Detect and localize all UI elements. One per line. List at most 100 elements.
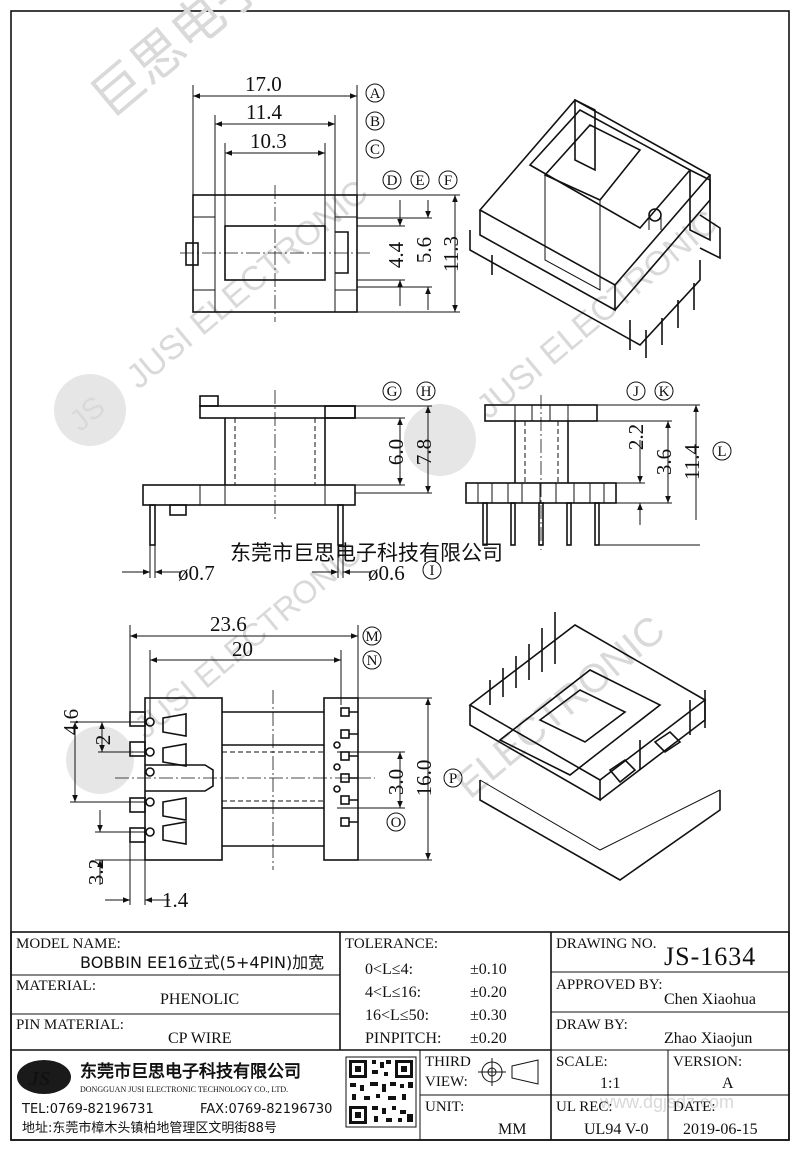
svg-text:B: B xyxy=(370,114,380,130)
dim-pin-right: ø0.6 xyxy=(368,561,405,585)
callout-n: N xyxy=(362,650,382,670)
svg-text:P: P xyxy=(449,771,457,787)
watermark-logo-circle-2 xyxy=(404,404,476,476)
callout-h: H xyxy=(416,381,436,401)
dim-2: 2 xyxy=(91,735,115,746)
callout-d: D xyxy=(382,170,402,190)
tol-range-1: 4<L≤16: xyxy=(365,984,421,1001)
svg-text:C: C xyxy=(370,142,380,158)
dim-k: 3.6 xyxy=(652,449,676,475)
svg-text:K: K xyxy=(659,384,670,400)
tol-range-2: 16<L≤50: xyxy=(365,1007,429,1024)
side-view: 2.2 3.6 11.4 xyxy=(465,395,704,550)
dim-f: 11.3 xyxy=(439,236,463,272)
pin-material-label: PIN MATERIAL: xyxy=(16,1017,124,1033)
dim-1-4: 1.4 xyxy=(162,888,189,912)
drawing-no-value: JS-1634 xyxy=(664,942,756,971)
callout-j: J xyxy=(626,381,646,401)
dim-n: 20 xyxy=(232,637,253,661)
callout-k: K xyxy=(654,381,674,401)
dim-3-2: 3.2 xyxy=(84,859,108,885)
tol-value-3: ±0.20 xyxy=(470,1030,507,1047)
tol-value-0: ±0.10 xyxy=(470,961,507,978)
date-value: 2019-06-15 xyxy=(683,1121,758,1138)
company-logo-text: JS xyxy=(28,1068,50,1090)
svg-text:E: E xyxy=(415,173,424,189)
watermark-logo-circle xyxy=(54,374,126,446)
svg-text:G: G xyxy=(387,384,398,400)
unit-value: MM xyxy=(498,1121,526,1138)
svg-text:O: O xyxy=(391,815,402,831)
dim-c: 10.3 xyxy=(250,129,287,153)
dim-e: 5.6 xyxy=(412,237,436,263)
tolerance-label: TOLERANCE: xyxy=(345,936,438,952)
dim-pin-left: ø0.7 xyxy=(178,561,215,585)
callout-e: E xyxy=(410,170,430,190)
svg-text:D: D xyxy=(387,173,398,189)
callout-f: F xyxy=(438,170,458,190)
dim-a: 17.0 xyxy=(245,72,282,96)
isometric-view-top xyxy=(469,98,721,358)
tol-value-2: ±0.30 xyxy=(470,1007,507,1024)
callout-g: G xyxy=(382,381,402,401)
company-tel: TEL:0769-82196731 xyxy=(21,1102,154,1117)
callout-o: O xyxy=(386,812,406,832)
callout-b: B xyxy=(365,111,385,131)
callout-i: I xyxy=(422,560,442,580)
bottom-view: 23.6 20 4.6 2 3.2 1.4 3.0 16.0 xyxy=(59,612,436,912)
version-label: VERSION: xyxy=(673,1054,742,1070)
company-logo: JS xyxy=(17,1060,71,1094)
ul-label: UL REC: xyxy=(556,1099,613,1115)
dim-4-6: 4.6 xyxy=(59,709,83,735)
view-label: VIEW: xyxy=(425,1074,468,1090)
model-label: MODEL NAME: xyxy=(16,936,121,952)
company-name-en: DONGGUAN JUSI ELECTRONIC TECHNOLOGY CO.,… xyxy=(80,1085,288,1094)
svg-text:I: I xyxy=(430,563,435,579)
tol-range-0: 0<L≤4: xyxy=(365,961,413,978)
company-address: 地址:东莞市樟木头镇柏地管理区文明街88号 xyxy=(22,1120,277,1136)
scale-value: 1:1 xyxy=(600,1075,620,1092)
callout-l: L xyxy=(712,441,732,461)
version-value: A xyxy=(722,1075,734,1092)
watermark-logo-circle-3 xyxy=(66,726,134,794)
svg-text:A: A xyxy=(370,86,381,102)
company-fax: FAX:0769-82196730 xyxy=(200,1102,332,1117)
callout-p: P xyxy=(443,768,463,788)
model-value: BOBBIN EE16立式(5+4PIN)加宽 xyxy=(80,953,324,972)
watermark-company: 东莞市巨思电子科技有限公司 xyxy=(230,541,503,565)
approved-label: APPROVED BY: xyxy=(556,977,663,993)
dim-g: 6.0 xyxy=(384,439,408,465)
drawing-no-label: DRAWING NO. xyxy=(556,936,656,952)
tol-value-1: ±0.20 xyxy=(470,984,507,1001)
approved-value: Chen Xiaohua xyxy=(664,991,756,1008)
dim-b: 11.4 xyxy=(246,100,282,124)
svg-text:F: F xyxy=(444,173,452,189)
dim-h: 7.8 xyxy=(412,439,436,465)
callout-c: C xyxy=(365,139,385,159)
dim-o: 3.0 xyxy=(384,769,408,795)
callout-m: M xyxy=(362,626,382,646)
third-angle-projection-icon xyxy=(478,1058,539,1086)
ul-value: UL94 V-0 xyxy=(584,1121,648,1138)
date-label: DATE: xyxy=(673,1099,716,1115)
callout-a: A xyxy=(365,83,385,103)
svg-text:H: H xyxy=(421,384,432,400)
watermark-en: JUSI ELECTRONIC xyxy=(119,173,375,396)
material-value: PHENOLIC xyxy=(160,991,239,1008)
dim-p: 16.0 xyxy=(412,760,436,797)
svg-text:N: N xyxy=(367,653,378,669)
company-name-cn: 东莞市巨思电子科技有限公司 xyxy=(80,1061,301,1082)
dim-d: 4.4 xyxy=(384,241,408,268)
svg-text:J: J xyxy=(633,384,639,400)
scale-label: SCALE: xyxy=(556,1054,608,1070)
watermark-en-2: JUSI ELECTRONIC xyxy=(469,203,725,426)
dim-l: 11.4 xyxy=(680,444,704,480)
svg-text:L: L xyxy=(717,444,726,460)
isometric-view-bottom xyxy=(468,612,721,881)
title-block: MODEL NAME: BOBBIN EE16立式(5+4PIN)加宽 MATE… xyxy=(10,931,790,1141)
watermark-site: www.dgjsdz.com xyxy=(599,1092,734,1112)
top-view: 17.0 11.4 10.3 4.4 5.6 11.3 xyxy=(180,72,463,322)
pin-material-value: CP WIRE xyxy=(168,1030,232,1047)
draw-value: Zhao Xiaojun xyxy=(664,1030,752,1047)
